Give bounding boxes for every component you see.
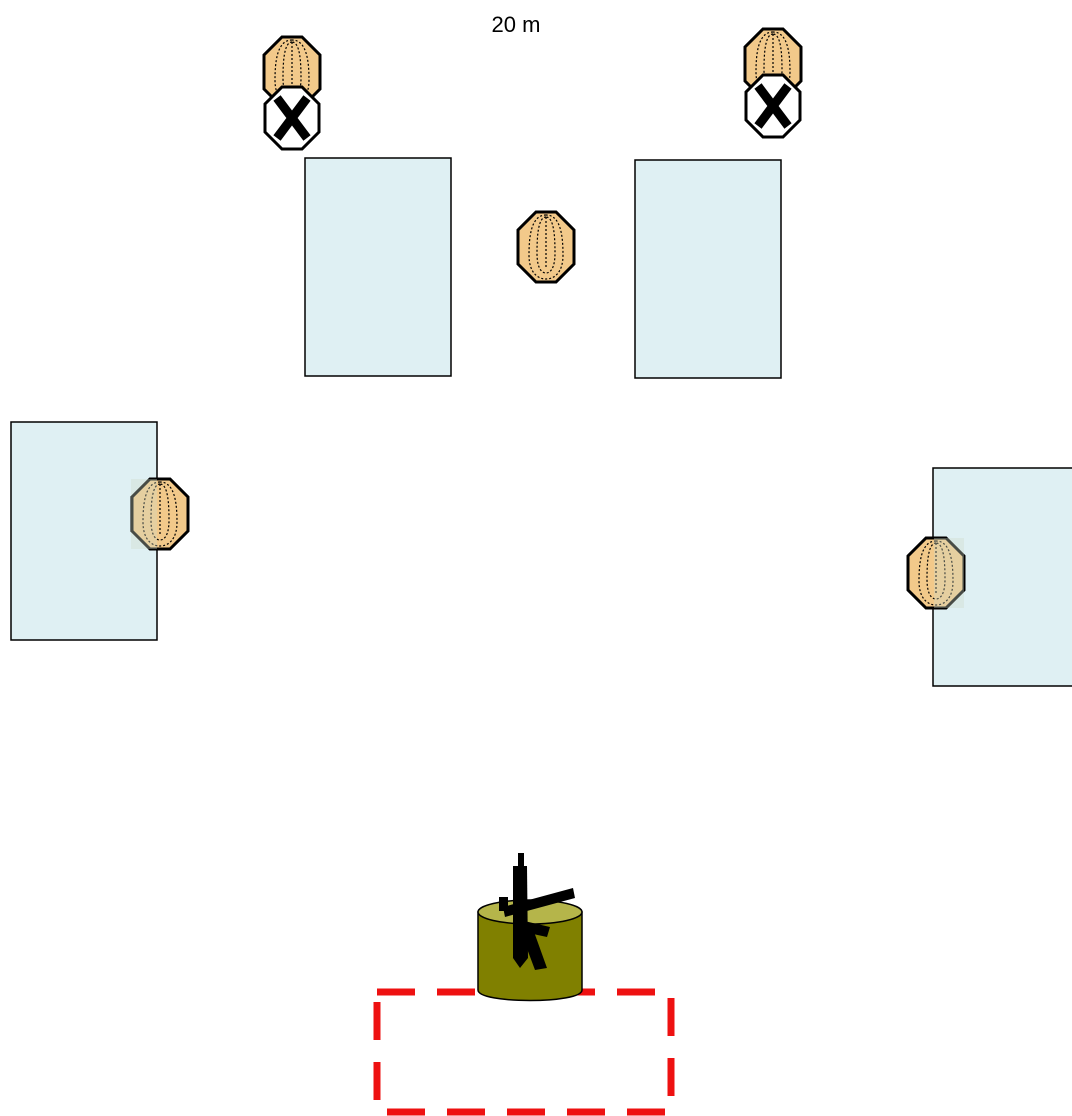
no-shoot-x-icon: [265, 87, 319, 149]
rifle-icon: [499, 853, 575, 970]
barricade-overlap-left: [131, 479, 157, 549]
octagon-target-icon: [516, 210, 576, 284]
barricade-overlap-right: [934, 538, 964, 608]
barricade-top-left: [304, 157, 452, 377]
no-shoot-x-icon: [746, 75, 800, 137]
shooting-area: [373, 988, 675, 1116]
distance-label: 20 m: [491, 12, 541, 37]
barricade-top-right: [634, 159, 782, 379]
